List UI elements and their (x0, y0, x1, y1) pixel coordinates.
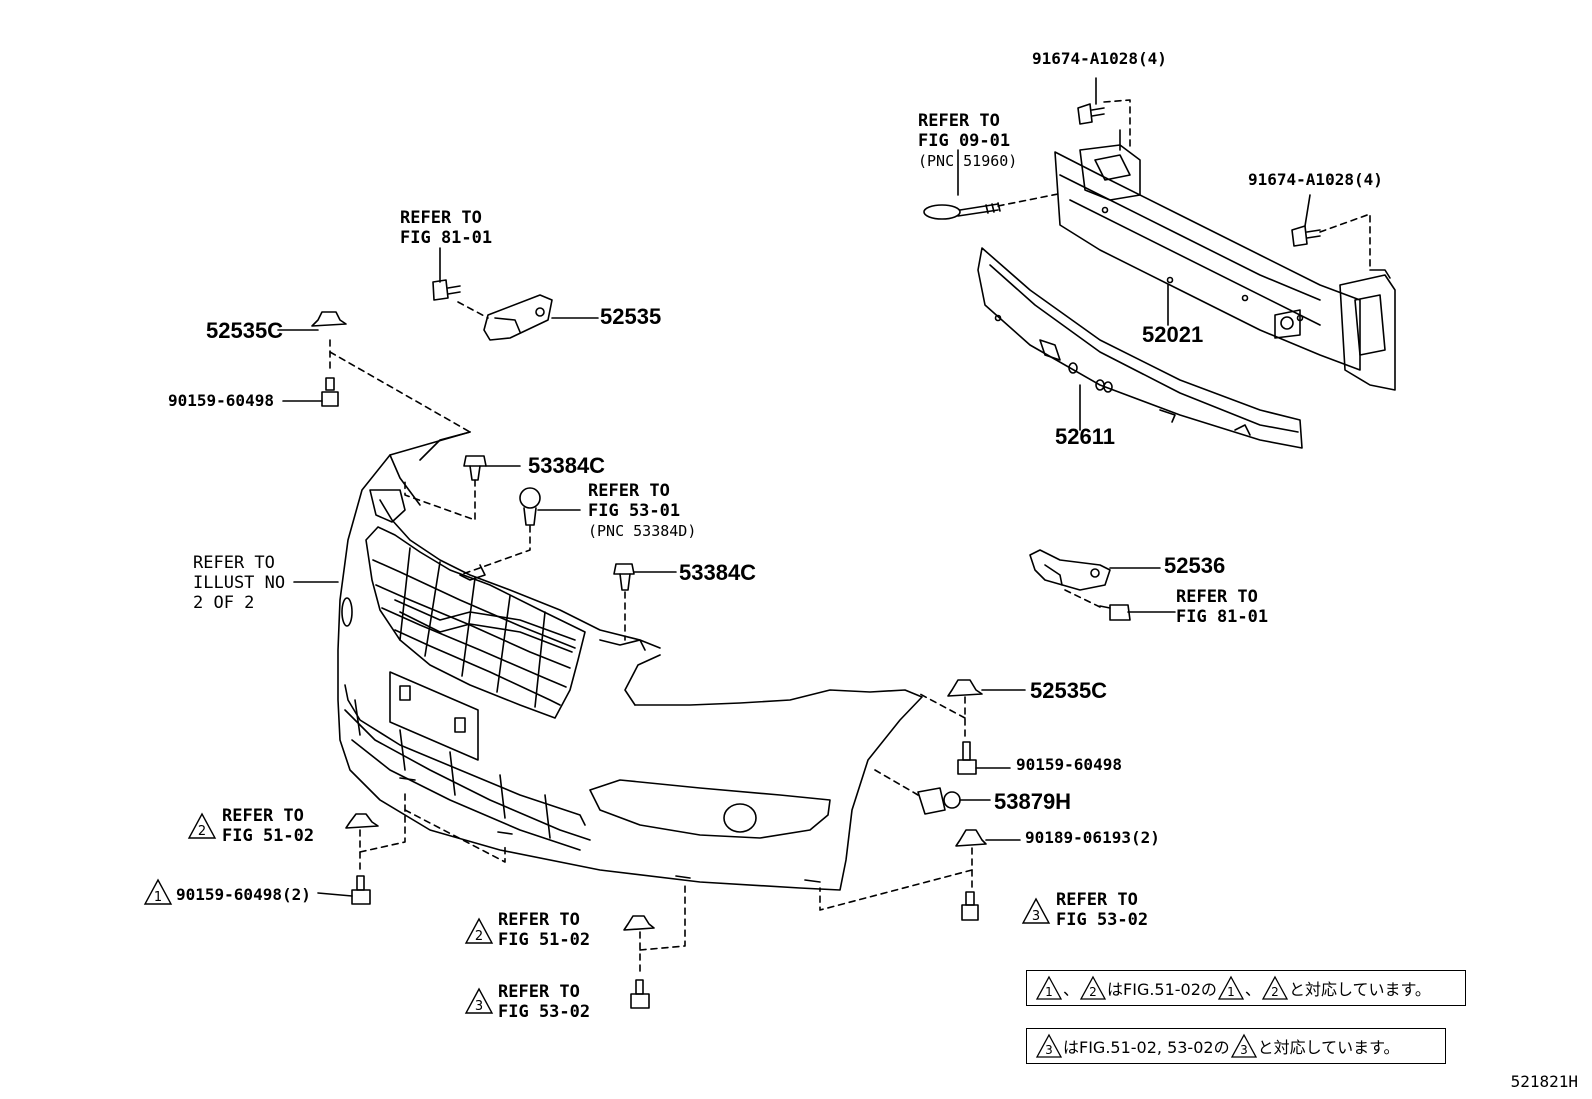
label-53879h: 53879H (994, 789, 1072, 814)
note-separator: 、 (1063, 980, 1080, 999)
refer-line2: FIG 81-01 (1176, 607, 1269, 627)
refer-fig-53-02-bottom: REFER TO FIG 53-02 (498, 982, 590, 1022)
dashed-lines (329, 99, 1371, 977)
label-52535c-top: 52535C (206, 318, 284, 343)
refer-line1: REFER TO (222, 806, 304, 826)
note-text: はFIG.51-02の (1107, 980, 1217, 999)
label-52535: 52535 (600, 304, 662, 329)
refer-line1: REFER TO (1176, 587, 1258, 607)
refer-line3: 2 OF 2 (193, 593, 255, 613)
triangle-mark-2-icon: 2 (187, 812, 217, 839)
svg-text:3: 3 (1032, 909, 1040, 924)
label-53384c-b: 53384C (679, 560, 757, 585)
note-box-1: 1 、 2 はFIG.51-02の 1 、 2 と対応しています。 (1026, 970, 1466, 1006)
bumper-cover (337, 431, 923, 891)
refer-fig-81-01-top: REFER TO FIG 81-01 (400, 208, 492, 248)
label-90159-60498-2: 90159-60498(2) (176, 885, 311, 904)
triangle-mark-3-icon: 3 (1035, 1033, 1063, 1058)
refer-line2: FIG 09-01 (918, 131, 1011, 151)
svg-text:3: 3 (1045, 1043, 1053, 1057)
triangle-mark-1-icon: 1 (143, 878, 173, 905)
refer-fig-09-01: REFER TO FIG 09-01 (PNC 51960) (918, 111, 1017, 171)
svg-text:2: 2 (475, 929, 483, 944)
refer-line2: FIG 51-02 (222, 826, 315, 846)
note-box-2: 3 はFIG.51-02, 53-02の 3 と対応しています。 (1026, 1028, 1446, 1064)
triangle-mark-2-icon: 2 (1079, 975, 1107, 1000)
note-text: はFIG.51-02, 53-02の (1063, 1038, 1230, 1057)
refer-line1: REFER TO (588, 481, 670, 501)
refer-line2: FIG 53-02 (1056, 910, 1149, 930)
label-91674-a1028-a: 91674-A1028(4) (1032, 49, 1167, 68)
label-52021: 52021 (1142, 322, 1204, 347)
refer-line1: REFER TO (498, 982, 580, 1002)
triangle-mark-2-icon: 2 (464, 917, 494, 944)
svg-text:1: 1 (1045, 985, 1053, 999)
label-53384c-a: 53384C (528, 453, 606, 478)
triangle-mark-3-icon: 3 (464, 987, 494, 1014)
figure-id: 521821H (1510, 1072, 1578, 1091)
note-separator: 、 (1244, 980, 1261, 999)
svg-text:2: 2 (1089, 985, 1097, 999)
svg-text:2: 2 (1271, 985, 1279, 999)
refer-fig-53-02-right: REFER TO FIG 53-02 (1056, 890, 1148, 930)
note-text: と対応しています。 (1288, 980, 1431, 999)
refer-fig-53-01: REFER TO FIG 53-01 (PNC 53384D) (588, 481, 696, 541)
refer-line2: FIG 53-01 (588, 501, 681, 521)
reinforcement-52021 (1054, 129, 1396, 391)
svg-text:1: 1 (1227, 985, 1235, 999)
bracket-52535 (483, 294, 553, 341)
triangle-mark-1-icon: 1 (1217, 975, 1245, 1000)
triangle-mark-2-icon: 2 (1261, 975, 1289, 1000)
svg-text:1: 1 (154, 890, 162, 905)
refer-line2: FIG 51-02 (498, 930, 591, 950)
note-text: と対応しています。 (1257, 1038, 1400, 1057)
label-52611: 52611 (1055, 424, 1115, 449)
refer-line1: REFER TO (400, 208, 482, 228)
refer-line2: ILLUST NO (193, 573, 286, 593)
fasteners (311, 103, 1321, 1009)
svg-text:2: 2 (198, 824, 206, 839)
label-90159-60498-top: 90159-60498 (168, 391, 274, 410)
refer-line1: REFER TO (1056, 890, 1138, 910)
label-90159-60498-right: 90159-60498 (1016, 755, 1122, 774)
label-52536: 52536 (1164, 553, 1226, 578)
svg-text:3: 3 (1240, 1043, 1248, 1057)
refer-illust-no: REFER TO ILLUST NO 2 OF 2 (193, 553, 285, 613)
refer-line1: REFER TO (193, 553, 275, 573)
label-91674-a1028-b: 91674-A1028(4) (1248, 170, 1383, 189)
leader-lines (277, 77, 1311, 897)
triangle-mark-3-icon: 3 (1230, 1033, 1257, 1058)
refer-fig-51-02-left: REFER TO FIG 51-02 (222, 806, 314, 846)
triangle-mark-3-icon: 3 (1021, 897, 1051, 924)
triangle-mark-1-icon: 1 (1035, 975, 1063, 1000)
bracket-52536 (1029, 549, 1111, 591)
refer-line2: FIG 53-02 (498, 1002, 591, 1022)
refer-line1: REFER TO (918, 111, 1000, 131)
svg-text:3: 3 (475, 999, 483, 1014)
refer-pnc: (PNC 51960) (918, 152, 1018, 170)
absorber-52611 (977, 247, 1303, 449)
refer-fig-81-01-right: REFER TO FIG 81-01 (1176, 587, 1268, 627)
refer-pnc: (PNC 53384D) (588, 522, 697, 540)
refer-fig-51-02-bottom: REFER TO FIG 51-02 (498, 910, 590, 950)
label-90189-06193: 90189-06193(2) (1025, 828, 1160, 847)
refer-line2: FIG 81-01 (400, 228, 493, 248)
refer-line1: REFER TO (498, 910, 580, 930)
label-52535c-right: 52535C (1030, 678, 1108, 703)
